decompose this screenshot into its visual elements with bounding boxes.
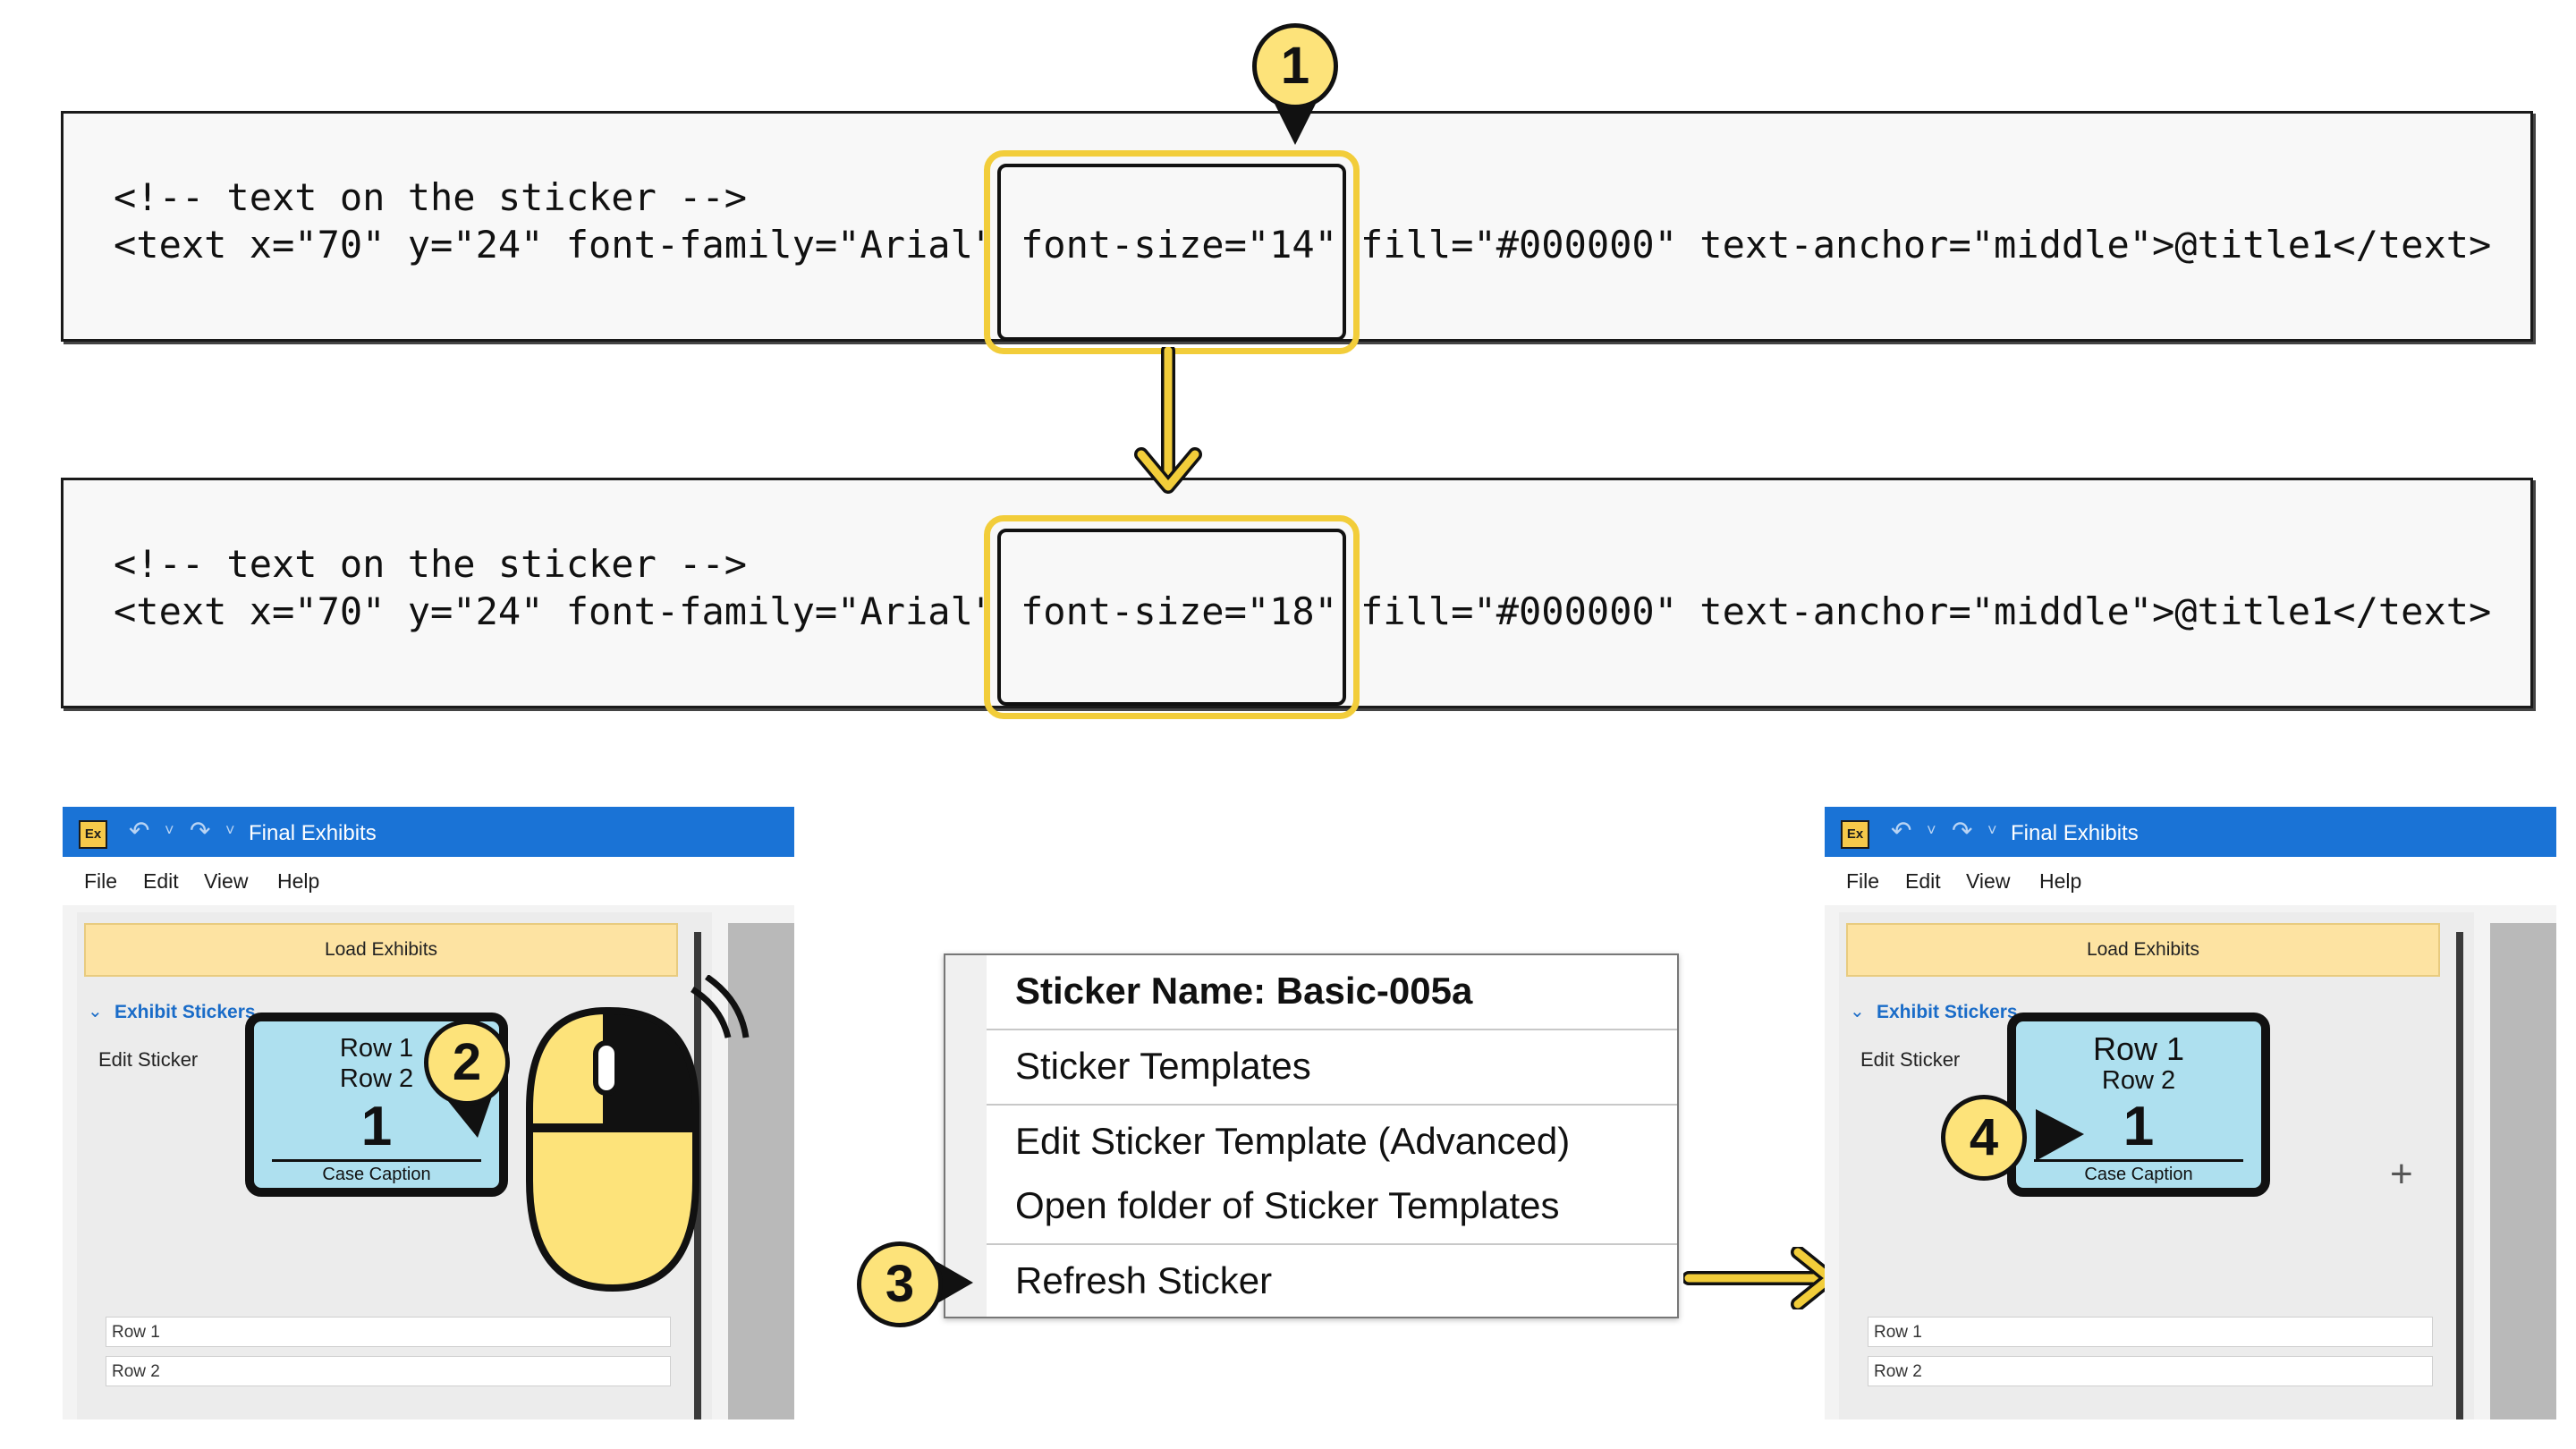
mouse-right-click-icon bbox=[526, 975, 750, 1292]
sticker-caption: Case Caption bbox=[2084, 1165, 2193, 1184]
menu-bar: File Edit View Help bbox=[1825, 857, 2556, 905]
undo-icon[interactable]: ↶ bbox=[129, 817, 150, 844]
sticker-number: 1 bbox=[2123, 1096, 2155, 1157]
badge-pointer-icon bbox=[2036, 1109, 2084, 1161]
menu-file[interactable]: File bbox=[1846, 869, 1880, 893]
sticker-row1: Row 1 bbox=[339, 1034, 414, 1063]
context-menu-header: Sticker Name: Basic-005a bbox=[1015, 970, 1473, 1012]
context-menu-gutter bbox=[945, 955, 987, 1317]
add-icon[interactable]: + bbox=[2390, 1152, 2413, 1196]
code-comment: <!-- text on the sticker --> bbox=[114, 175, 748, 219]
edit-sticker-label: Edit Sticker bbox=[1860, 1048, 1961, 1071]
row2-field[interactable]: Row 2 bbox=[1868, 1356, 2433, 1386]
context-menu: Sticker Name: Basic-005a Sticker Templat… bbox=[944, 953, 1679, 1318]
menu-item-refresh-sticker[interactable]: Refresh Sticker bbox=[1015, 1259, 1273, 1301]
row1-field[interactable]: Row 1 bbox=[1868, 1317, 2433, 1347]
code-line-prefix: <text x="70" y="24" font-family="Arial" bbox=[114, 223, 996, 267]
code-comment: <!-- text on the sticker --> bbox=[114, 542, 748, 586]
load-exhibits-button[interactable]: Load Exhibits bbox=[84, 923, 678, 977]
scrollbar[interactable] bbox=[2456, 932, 2463, 1419]
chevron-down-icon[interactable]: ⌄ bbox=[1850, 1002, 1865, 1021]
menu-item-edit-template[interactable]: Edit Sticker Template (Advanced) bbox=[1015, 1120, 1571, 1162]
torn-edge bbox=[2490, 923, 2556, 1419]
window-title: Final Exhibits bbox=[249, 821, 377, 845]
sticker-divider bbox=[2034, 1159, 2243, 1162]
row2-field[interactable]: Row 2 bbox=[106, 1356, 671, 1386]
sticker-divider bbox=[272, 1159, 481, 1162]
menu-item-open-folder[interactable]: Open folder of Sticker Templates bbox=[1015, 1184, 1560, 1226]
menu-item-sticker-templates[interactable]: Sticker Templates bbox=[1015, 1045, 1311, 1087]
code-highlight-value: font-size="14" bbox=[1021, 223, 1338, 267]
dropdown-icon[interactable]: ˅ bbox=[1987, 821, 1997, 839]
highlight-callout-after bbox=[984, 515, 1360, 719]
row1-field[interactable]: Row 1 bbox=[106, 1317, 671, 1347]
redo-icon[interactable]: ↷ bbox=[190, 817, 211, 844]
arrow-down-icon bbox=[1134, 347, 1202, 494]
menu-help[interactable]: Help bbox=[277, 869, 320, 893]
torn-edge bbox=[728, 923, 794, 1419]
load-exhibits-button[interactable]: Load Exhibits bbox=[1846, 923, 2440, 977]
undo-icon[interactable]: ↶ bbox=[1891, 817, 1912, 844]
code-line-prefix: <text x="70" y="24" font-family="Arial" bbox=[114, 589, 996, 633]
sticker-caption: Case Caption bbox=[322, 1165, 431, 1184]
menu-view[interactable]: View bbox=[204, 869, 249, 893]
code-panel-before: <!-- text on the sticker --> <text x="70… bbox=[61, 111, 2533, 342]
menu-separator bbox=[987, 1243, 1677, 1245]
menu-file[interactable]: File bbox=[84, 869, 118, 893]
code-line-suffix: fill="#000000" text-anchor="middle">@tit… bbox=[1360, 589, 2492, 633]
dropdown-icon[interactable]: ˅ bbox=[165, 821, 174, 839]
app-logo-icon: Ex bbox=[79, 820, 107, 849]
edit-sticker-label: Edit Sticker bbox=[98, 1048, 199, 1071]
sticker-row2: Row 2 bbox=[339, 1064, 414, 1093]
window-title: Final Exhibits bbox=[2011, 821, 2139, 845]
step-badge-1: 1 bbox=[1252, 23, 1338, 109]
chevron-down-icon[interactable]: ⌄ bbox=[88, 1002, 103, 1021]
code-highlight-value: font-size="18" bbox=[1021, 589, 1338, 633]
menu-view[interactable]: View bbox=[1966, 869, 2011, 893]
sidebar-panel: Load Exhibits ⌄ Exhibit Stickers Edit St… bbox=[1839, 912, 2474, 1419]
menu-edit[interactable]: Edit bbox=[143, 869, 179, 893]
code-line-suffix: fill="#000000" text-anchor="middle">@tit… bbox=[1360, 223, 2492, 267]
menu-bar: File Edit View Help bbox=[63, 857, 794, 905]
menu-help[interactable]: Help bbox=[2039, 869, 2082, 893]
arrow-right-icon bbox=[1683, 1247, 1837, 1309]
sticker-number: 1 bbox=[360, 1096, 393, 1157]
dropdown-icon[interactable]: ˅ bbox=[1927, 821, 1936, 839]
app-logo-icon: Ex bbox=[1841, 820, 1869, 849]
menu-edit[interactable]: Edit bbox=[1905, 869, 1941, 893]
title-bar: Ex ↶ ˅ ↷ ˅ Final Exhibits bbox=[1825, 807, 2556, 857]
highlight-callout-before bbox=[984, 150, 1360, 354]
step-badge-3: 3 bbox=[857, 1241, 943, 1327]
section-title[interactable]: Exhibit Stickers bbox=[1877, 1002, 2018, 1022]
step-badge-4: 4 bbox=[1941, 1095, 2027, 1181]
sticker-preview[interactable]: Row 1 Row 2 1 Case Caption bbox=[2007, 1013, 2270, 1197]
sidebar-panel: Load Exhibits ⌄ Exhibit Stickers Edit St… bbox=[77, 912, 712, 1419]
app-window-after: Ex ↶ ˅ ↷ ˅ Final Exhibits File Edit View… bbox=[1825, 807, 2556, 1419]
menu-separator bbox=[987, 1029, 1677, 1030]
dropdown-icon[interactable]: ˅ bbox=[225, 821, 235, 839]
sticker-row2: Row 2 bbox=[2101, 1066, 2176, 1095]
section-title[interactable]: Exhibit Stickers bbox=[114, 1002, 256, 1022]
menu-separator bbox=[987, 1104, 1677, 1106]
redo-icon[interactable]: ↷ bbox=[1952, 817, 1973, 844]
title-bar: Ex ↶ ˅ ↷ ˅ Final Exhibits bbox=[63, 807, 794, 857]
sticker-row1: Row 1 bbox=[2092, 1030, 2185, 1067]
step-badge-2: 2 bbox=[424, 1020, 510, 1106]
